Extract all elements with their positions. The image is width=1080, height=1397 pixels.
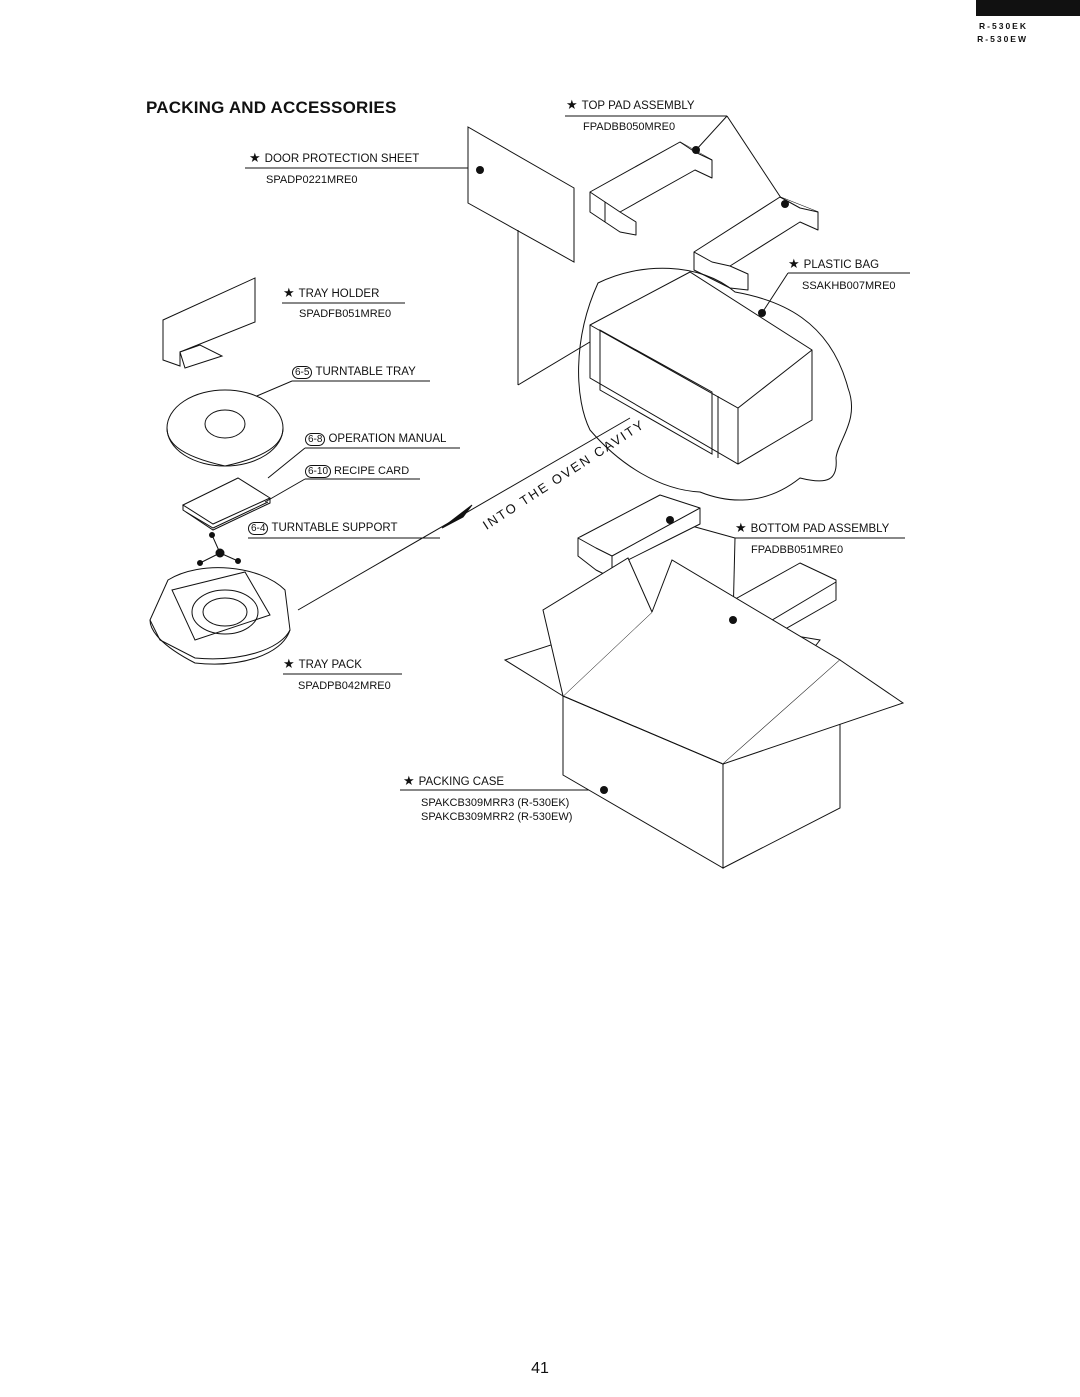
label-underlines xyxy=(245,115,910,791)
packing-case xyxy=(503,557,905,869)
leader-dots xyxy=(476,146,789,794)
bottom-pad-part-number: FPADBB051MRE0 xyxy=(751,544,844,556)
top-pad-assembly xyxy=(589,141,819,291)
operation-manual xyxy=(181,477,272,531)
model-code-ek: R-530EK xyxy=(979,21,1028,31)
turntable-tray xyxy=(166,389,284,467)
tray-holder-part-number: SPADFB051MRE0 xyxy=(299,308,392,320)
tray-pack-label: ★TRAY PACK xyxy=(283,656,362,672)
microwave-oven xyxy=(589,271,813,465)
model-code-ew: R-530EW xyxy=(977,34,1028,44)
packing-case-label: ★PACKING CASE xyxy=(403,773,505,789)
door-protection-sheet xyxy=(467,126,631,386)
plastic-bag-part-number: SSAKHB007MRE0 xyxy=(802,280,896,292)
plastic-bag-label: ★PLASTIC BAG xyxy=(788,256,880,272)
packing-case-part-ek: SPAKCB309MRR3 (R-530EK) xyxy=(421,797,570,809)
tray-pack-part-number: SPADPB042MRE0 xyxy=(298,680,391,692)
top-pad-label: ★TOP PAD ASSEMBLY xyxy=(566,97,695,113)
tray-pack xyxy=(149,567,291,665)
turntable-support xyxy=(197,532,241,566)
corner-tab xyxy=(976,0,1080,16)
page-title: PACKING AND ACCESSORIES xyxy=(146,98,397,117)
door-sheet-part-number: SPADP0221MRE0 xyxy=(266,174,358,186)
top-pad-part-number: FPADBB050MRE0 xyxy=(583,121,676,133)
plastic-bag xyxy=(578,267,853,501)
packing-case-part-ew: SPAKCB309MRR2 (R-530EW) xyxy=(421,811,573,823)
door-sheet-label: ★DOOR PROTECTION SHEET xyxy=(249,150,420,166)
tray-holder xyxy=(162,277,256,369)
tray-holder-label: ★TRAY HOLDER xyxy=(283,285,380,301)
page-number: 41 xyxy=(531,1360,549,1377)
bottom-pad-label: ★BOTTOM PAD ASSEMBLY xyxy=(735,520,890,536)
into-oven-arrow xyxy=(441,504,473,529)
